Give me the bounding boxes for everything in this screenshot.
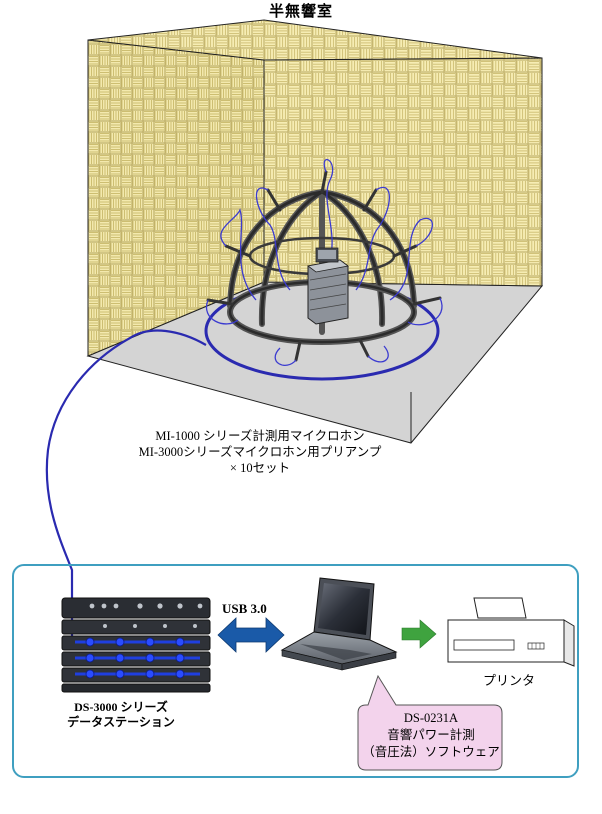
microphone-label-line2: MI-3000シリーズマイクロホン用プリアンプ — [138, 445, 382, 459]
laptop — [280, 577, 398, 671]
software-callout — [357, 674, 503, 771]
data-station — [61, 597, 211, 693]
system-frame — [12, 564, 579, 778]
printer-label: プリンタ — [483, 673, 536, 688]
printer — [447, 597, 575, 667]
software-label-line3: （音圧法）ソフトウェア — [362, 745, 500, 759]
data-station-name: DS-3000 シリーズ — [74, 700, 168, 714]
room-front-wall — [87, 19, 543, 61]
microphone-label-line1: MI-1000 シリーズ計測用マイクロホン — [155, 429, 365, 443]
usb-arrow — [217, 617, 285, 653]
room-title: 半無響室 — [268, 3, 333, 20]
center-device — [307, 247, 349, 325]
main-cable — [45, 329, 207, 640]
microphone-label-line3: × 10セット — [229, 461, 291, 475]
microphone-dome — [205, 159, 443, 366]
print-arrow — [401, 619, 437, 649]
software-label: DS-0231A 音響パワー計測 （音圧法）ソフトウェア — [358, 710, 504, 761]
microphone-label: MI-1000 シリーズ計測用マイクロホン MI-3000シリーズマイクロホン用… — [60, 428, 460, 476]
usb-label: USB 3.0 — [222, 601, 267, 616]
data-station-subtitle: データステーション — [67, 715, 175, 729]
data-station-label: DS-3000 シリーズ データステーション — [36, 700, 206, 730]
software-label-line1: DS-0231A — [403, 711, 459, 725]
software-label-line2: 音響パワー計測 — [387, 728, 475, 742]
anechoic-room — [86, 19, 544, 444]
